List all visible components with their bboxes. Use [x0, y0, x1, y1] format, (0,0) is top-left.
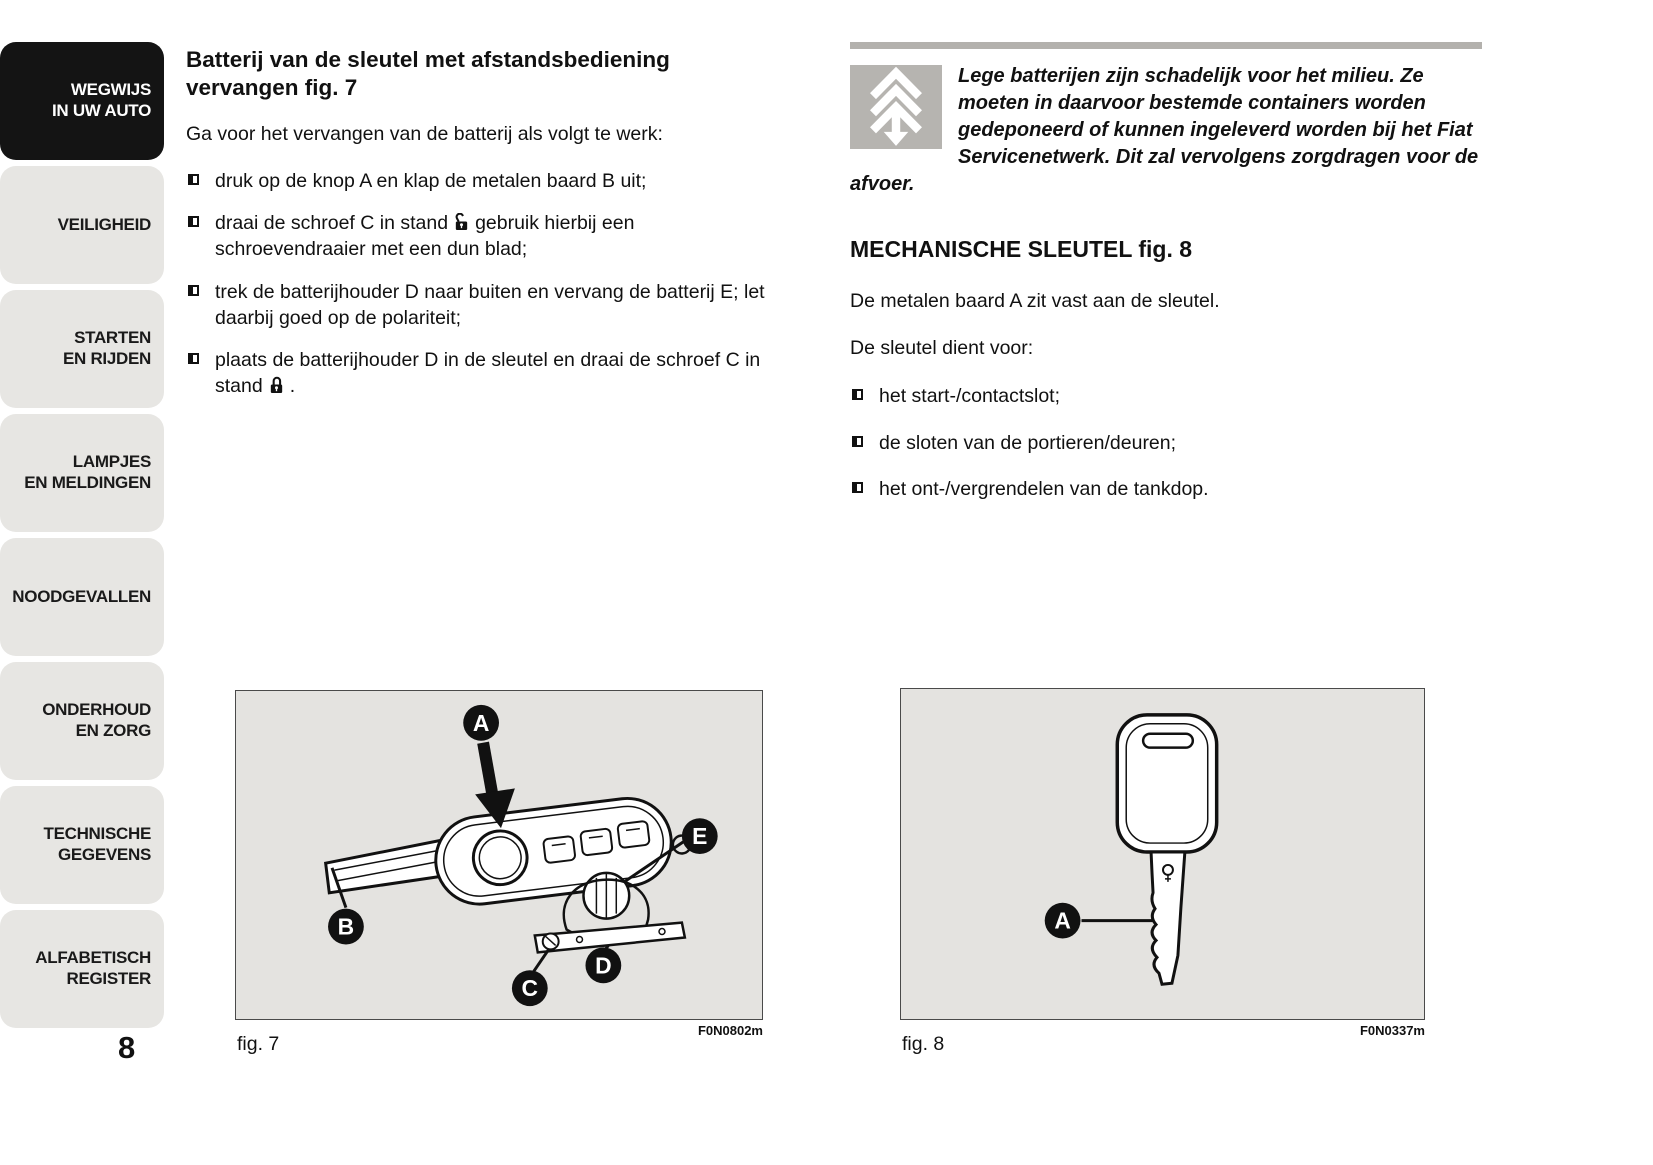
- step-text-pre: plaats de batterijhouder D in de sleutel…: [215, 349, 761, 397]
- svg-text:B: B: [338, 914, 355, 940]
- sidebar-tab-veiligheid: VEILIGHEID: [0, 166, 164, 284]
- lock-icon: [270, 376, 282, 394]
- label-badge-e: [681, 818, 718, 855]
- warning-text: Lege batterijen zijn schadelijk voor het…: [850, 65, 1479, 195]
- sidebar-tab-wegwijs-in-uw-auto: WEGWIJS IN UW AUTO: [0, 42, 164, 160]
- figure-7-remote-key-illustration: A B C D E: [235, 690, 763, 1020]
- sidebar: WEGWIJS IN UW AUTO VEILIGHEID STARTEN EN…: [0, 42, 164, 1034]
- paragraph: De sleutel dient voor:: [850, 337, 1034, 359]
- svg-text:A: A: [473, 710, 490, 736]
- label-badge-a: [1044, 902, 1081, 939]
- square-bullet-icon: [188, 216, 199, 228]
- label-badge-b: [328, 908, 364, 945]
- environment-warning: Lege batterijen zijn schadelijk voor het…: [850, 63, 1482, 198]
- section-divider: [850, 42, 1482, 49]
- figure-7-code: F0N0802m: [697, 1023, 763, 1038]
- list-item: het start-/contactslot;: [850, 384, 1482, 410]
- section-title-battery: Batterij van de sleutel met afstandsbedi…: [186, 47, 670, 101]
- sidebar-tab-starten-en-rijden: STARTEN EN RIJDEN: [0, 290, 164, 408]
- square-bullet-icon: [852, 482, 863, 494]
- sidebar-tab-lampjes-en-meldingen: LAMPJES EN MELDINGEN: [0, 414, 164, 532]
- list-item: de sloten van de portieren/deuren;: [850, 431, 1482, 457]
- figure-8-code: F0N0337m: [1359, 1023, 1425, 1038]
- label-badge-d: [585, 947, 622, 984]
- list-item-text: het ont-/vergrendelen van de tankdop.: [879, 478, 1209, 501]
- arrow-down-icon: [477, 741, 499, 800]
- section-title-mechanical-key: MECHANISCHE SLEUTEL fig. 8: [850, 236, 1193, 262]
- square-bullet-icon: [188, 284, 199, 296]
- remote-key-drawing: A B C D E: [323, 704, 718, 1007]
- square-bullet-icon: [188, 353, 199, 365]
- recycle-tree-icon: [850, 65, 942, 149]
- list-item: plaats de batterijhouder D in de sleutel…: [186, 348, 778, 399]
- list-item: het ont-/vergrendelen van de tankdop.: [850, 477, 1482, 503]
- paragraph: De metalen baard A zit vast aan de sleut…: [850, 290, 1220, 312]
- page-number: 8: [118, 1030, 136, 1065]
- step-text-post: gebruik hierbij een schroevendraaier met…: [215, 212, 635, 261]
- battery-steps-list: druk op de knop A en klap de metalen baa…: [186, 169, 778, 400]
- step-text: druk op de knop A en klap de metalen baa…: [215, 169, 647, 192]
- figure-8-caption: fig. 8: [902, 1033, 945, 1055]
- sidebar-tab-alfabetisch-register: ALFABETISCH REGISTER: [0, 910, 164, 1028]
- list-item-text: het start-/contactslot;: [879, 385, 1060, 407]
- key-uses-list: het start-/contactslot; de sloten van de…: [850, 384, 1482, 503]
- step-text-pre: draai de schroef C in stand: [215, 212, 449, 235]
- step-text-post: .: [289, 375, 296, 397]
- list-item: trek de batterijhouder D naar buiten en …: [186, 280, 778, 331]
- svg-text:A: A: [1054, 908, 1071, 934]
- svg-text:E: E: [692, 823, 707, 849]
- sidebar-tab-technische-gegevens: TECHNISCHE GEGEVENS: [0, 786, 164, 904]
- figure-7-caption: fig. 7: [237, 1033, 280, 1055]
- intro-paragraph: Ga voor het vervangen van de batterij al…: [186, 123, 663, 146]
- right-column: Lege batterijen zijn schadelijk voor het…: [850, 42, 1482, 524]
- mechanical-key-drawing: A: [1044, 713, 1219, 986]
- step-text: trek de batterijhouder D naar buiten en …: [215, 280, 765, 329]
- square-bullet-icon: [188, 173, 199, 185]
- figure-labels: A: [1044, 902, 1081, 939]
- svg-text:D: D: [595, 952, 612, 978]
- sidebar-tab-onderhoud-en-zorg: ONDERHOUD EN ZORG: [0, 662, 164, 780]
- svg-text:C: C: [522, 975, 539, 1001]
- unlock-icon: [455, 213, 468, 231]
- list-item-text: de sloten van de portieren/deuren;: [879, 431, 1177, 454]
- label-badge-a: [463, 704, 499, 741]
- label-badge-c: [511, 970, 548, 1007]
- figure-labels: A B C D E: [328, 704, 718, 1007]
- square-bullet-icon: [852, 435, 863, 447]
- square-bullet-icon: [852, 389, 863, 400]
- figure-8-mechanical-key-illustration: A: [900, 688, 1425, 1020]
- list-item: druk op de knop A en klap de metalen baa…: [186, 169, 778, 195]
- sidebar-tab-noodgevallen: NOODGEVALLEN: [0, 538, 164, 656]
- left-column: Batterij van de sleutel met afstandsbedi…: [186, 46, 778, 417]
- step-text: plaats de batterijhouder D in de sleutel…: [215, 348, 778, 399]
